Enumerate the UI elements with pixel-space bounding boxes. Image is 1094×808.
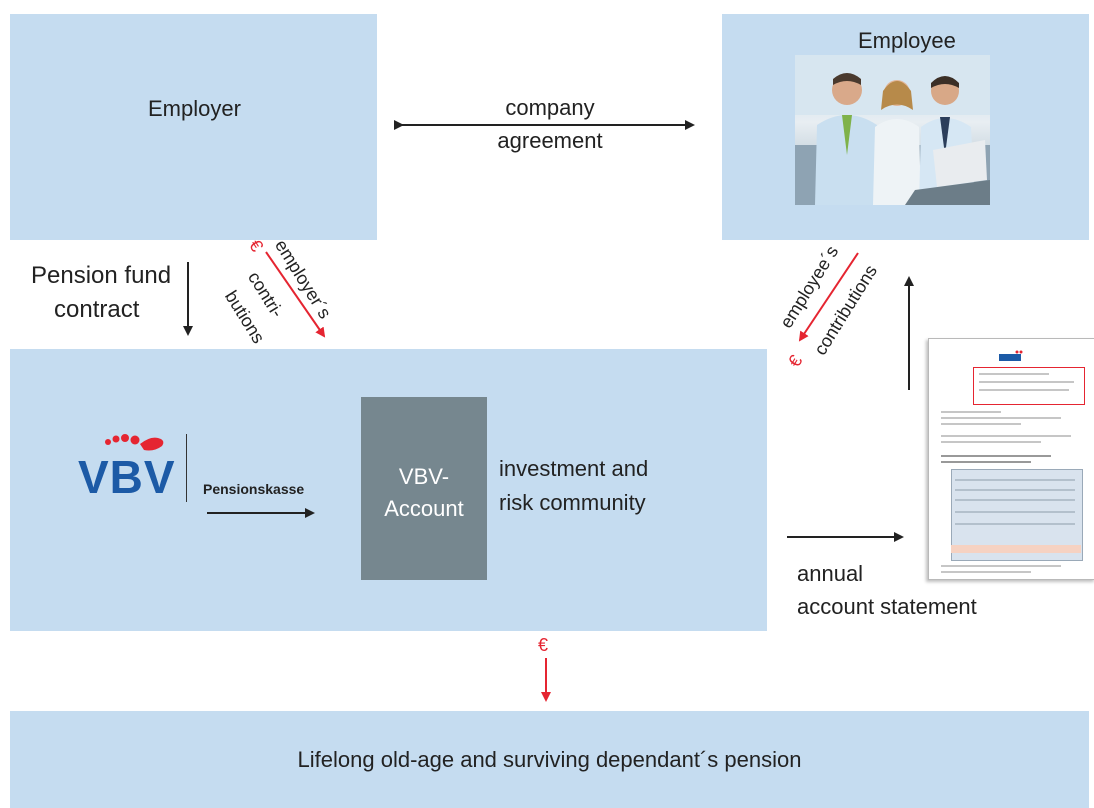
- employer-box: [10, 14, 377, 240]
- vbv-logo-text: VBV: [78, 451, 176, 503]
- employee-contrib-arrow: [798, 252, 859, 342]
- pension-box: [10, 711, 1089, 808]
- agreement-line1: company: [505, 95, 595, 120]
- vbv-logo-divider: [186, 434, 187, 502]
- account-statement-document: [928, 338, 1094, 580]
- vbv-logo: VBV: [78, 432, 180, 503]
- employee-label: Employee: [858, 28, 956, 53]
- statement-line2: account statement: [797, 594, 977, 619]
- vbv-account-box: [361, 397, 487, 580]
- vbv-account-line1: VBV-: [398, 464, 450, 489]
- agreement-line2: agreement: [497, 128, 603, 153]
- pensionskasse-label: Pensionskasse: [203, 481, 305, 497]
- vbv-account-line2: Account: [384, 496, 464, 521]
- investment-line2: risk community: [499, 490, 646, 515]
- employer-contrib-arrow: [265, 251, 326, 338]
- payout-currency: €: [538, 635, 549, 655]
- investment-line1: investment and: [499, 456, 649, 481]
- employer-label: Employer: [148, 96, 241, 121]
- employees-photo: [795, 55, 990, 205]
- document-logo-icon: [997, 349, 1031, 361]
- pension-contract-line2: contract: [54, 296, 140, 323]
- statement-line1: annual: [797, 561, 864, 586]
- pension-contract-line1: Pension fund: [31, 262, 172, 289]
- pension-label: Lifelong old-age and surviving dependant…: [297, 747, 802, 772]
